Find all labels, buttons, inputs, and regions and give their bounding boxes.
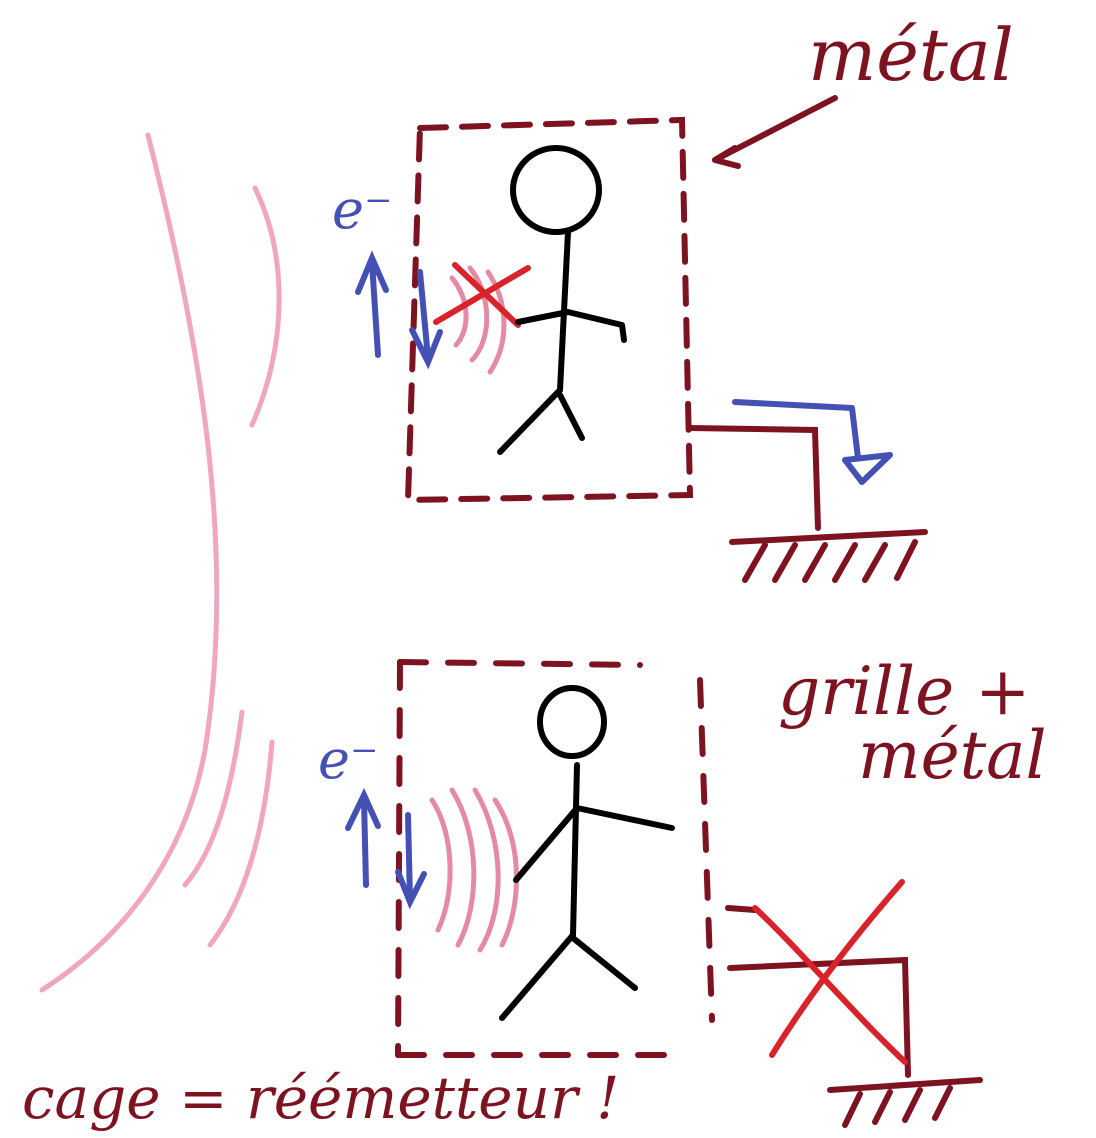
electron-oscillation-arrows-bottom [348, 795, 424, 902]
metal-pointer-arrow [715, 98, 835, 166]
metal-label-top: métal [808, 13, 1014, 97]
blocked-cross-top [436, 265, 528, 325]
incoming-waves [42, 135, 279, 990]
ground-wire-top [690, 428, 925, 580]
electron-label-top: e⁻ [332, 178, 392, 241]
wave-arc-bottom-2 [210, 742, 272, 945]
bottom-grille-box [398, 662, 712, 1055]
electron-label-bottom: e⁻ [318, 728, 378, 791]
wave-arc-top-small [252, 188, 279, 425]
person-figure-top [500, 148, 624, 452]
caption-cage-reemitter: cage = réémetteur ! [22, 1064, 619, 1132]
grille-metal-label-line2: métal [858, 717, 1047, 794]
person-figure-bottom [502, 688, 672, 1018]
waves-through-bottom [432, 790, 517, 950]
ground-cross-bottom [755, 882, 905, 1062]
wave-arc-large [42, 135, 217, 990]
electron-oscillation-arrows-top [358, 258, 440, 362]
top-metal-box [408, 120, 690, 500]
